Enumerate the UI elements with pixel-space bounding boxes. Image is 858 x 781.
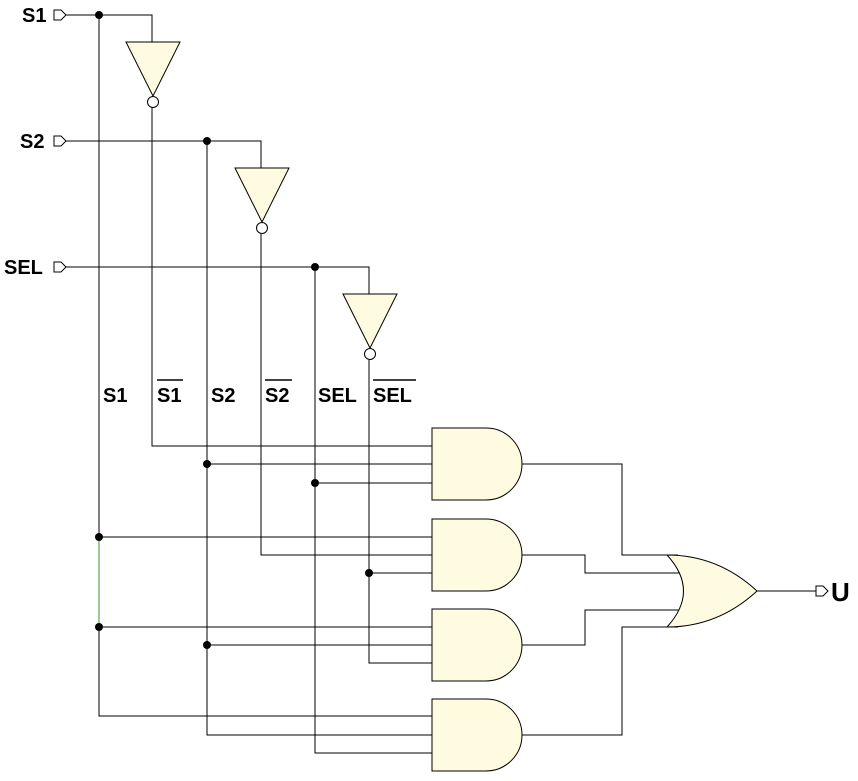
wire-sel-not: [368, 360, 432, 664]
wire-s1-input: [66, 14, 153, 42]
wire-s2-input: [66, 140, 262, 168]
and-gate-3: [431, 608, 523, 682]
io-ports: [53, 9, 829, 597]
output-port-u: [815, 585, 829, 597]
inverter-bubble: [364, 348, 376, 360]
wire-s2-not: [260, 234, 432, 556]
output-label-u: U: [831, 577, 850, 607]
wire-s2-bus: [206, 141, 432, 736]
junction-dot: [203, 137, 211, 145]
inverter-bubble: [147, 96, 159, 108]
not-gate-sel: [342, 293, 398, 360]
junction-dot: [203, 641, 211, 649]
and-gate-1: [431, 427, 523, 501]
input-label-s2: S2: [20, 131, 44, 153]
junction-dot: [95, 11, 103, 19]
and-gate-4: [431, 698, 523, 772]
junction-dot: [365, 569, 373, 577]
wire-and3-out: [522, 609, 683, 646]
junction-dot: [203, 460, 211, 468]
bus-label-s1: S1: [103, 385, 127, 407]
input-port-sel: [53, 261, 67, 273]
and-gate-2: [431, 518, 523, 592]
junction-dot: [95, 623, 103, 631]
inverter-bubble: [256, 222, 268, 234]
junction-dot: [311, 479, 319, 487]
not-gate-s1: [125, 41, 181, 108]
input-port-s2: [53, 135, 67, 147]
wire-s1-bus-lower: [98, 627, 432, 717]
input-label-s1: S1: [22, 5, 46, 27]
bus-label-s1-not: S1: [157, 385, 181, 407]
bus-label-s2: S2: [211, 385, 235, 407]
wire-and1-out: [522, 463, 678, 556]
junctions: [95, 11, 373, 649]
wires: [66, 14, 816, 754]
or-gate: [665, 554, 758, 628]
bus-label-sel: SEL: [318, 385, 357, 407]
junction-dot: [311, 263, 319, 271]
not-gate-s2: [234, 167, 290, 234]
bus-label-sel-not: SEL: [373, 385, 412, 407]
wire-and2-out: [522, 554, 683, 574]
wire-and4-out: [522, 626, 678, 736]
wire-s1-not: [151, 108, 432, 447]
input-port-s1: [53, 9, 67, 21]
junction-dot: [95, 533, 103, 541]
wire-sel-bus: [314, 267, 432, 754]
wire-sel-input: [66, 266, 370, 294]
input-label-sel: SEL: [4, 257, 43, 279]
bus-label-s2-not: S2: [265, 385, 289, 407]
